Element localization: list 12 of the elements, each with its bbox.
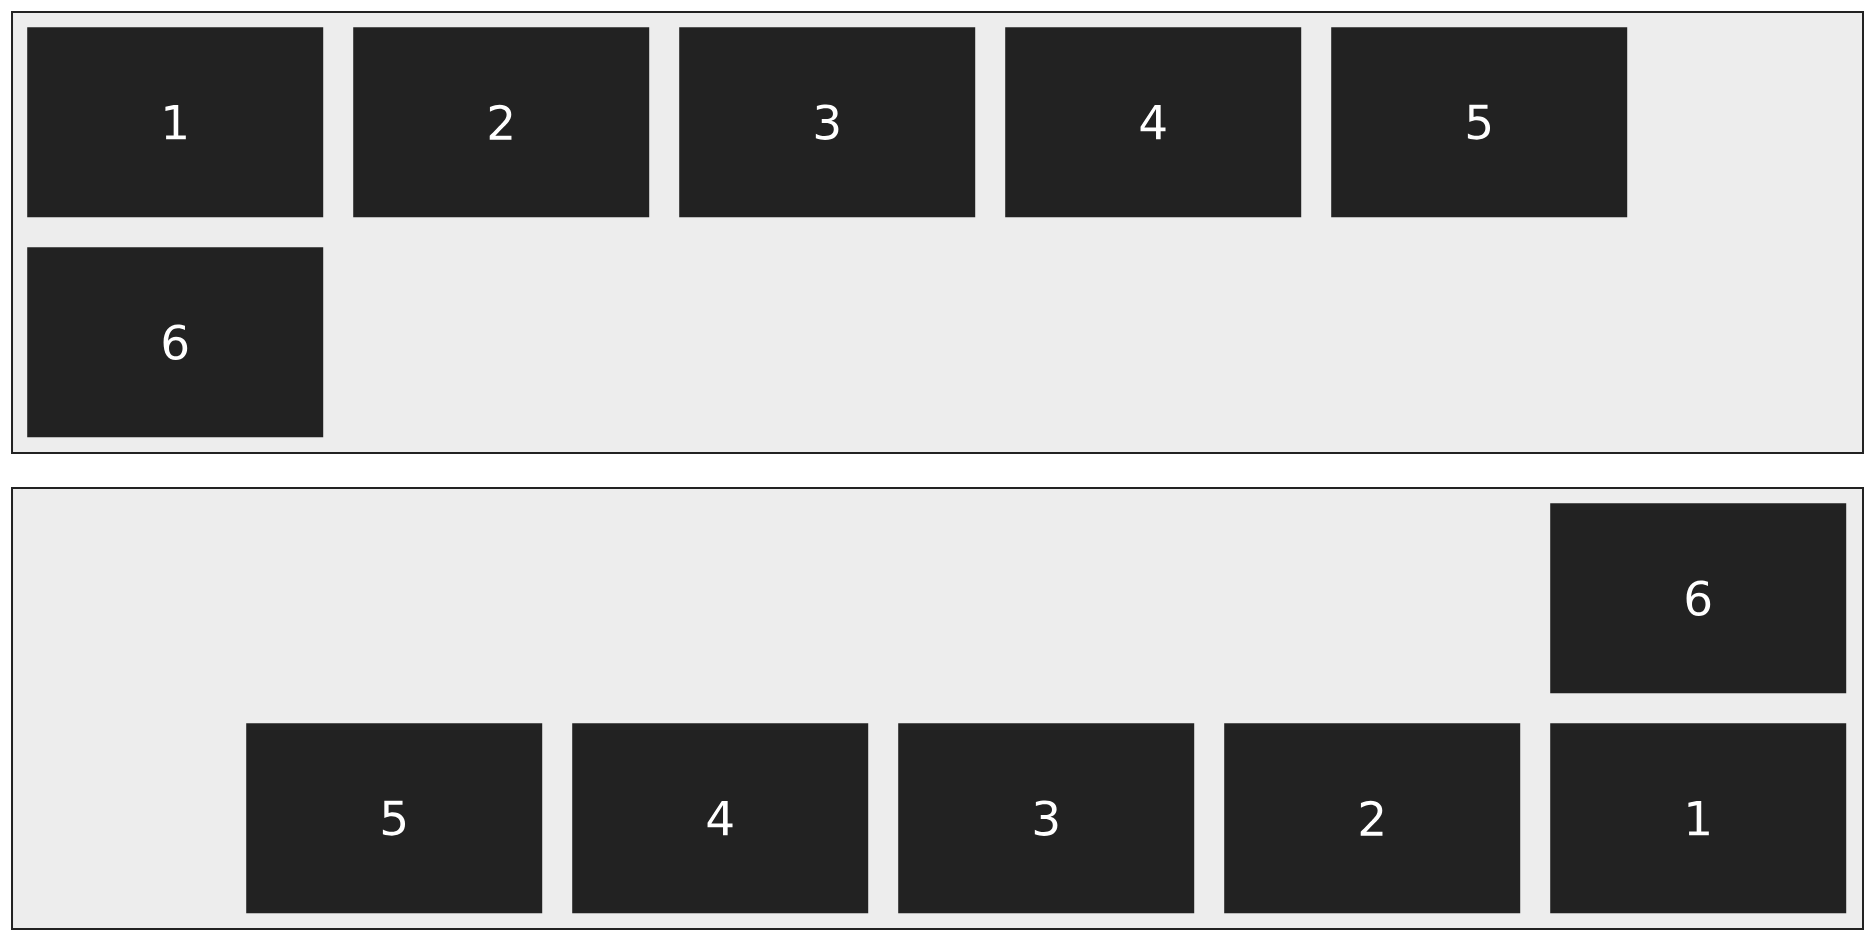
item-box: 3: [679, 27, 976, 218]
item-box: 6: [1550, 503, 1847, 694]
item-box: 5: [246, 723, 543, 914]
item-box: 3: [898, 723, 1195, 914]
item-box: 5: [1331, 27, 1628, 218]
item-box: 2: [353, 27, 650, 218]
item-box: 1: [27, 27, 324, 218]
item-box: 4: [572, 723, 869, 914]
item-box: 1: [1550, 723, 1847, 914]
item-box: 6: [27, 247, 324, 438]
item-box: 4: [1005, 27, 1302, 218]
item-box: 2: [1224, 723, 1521, 914]
